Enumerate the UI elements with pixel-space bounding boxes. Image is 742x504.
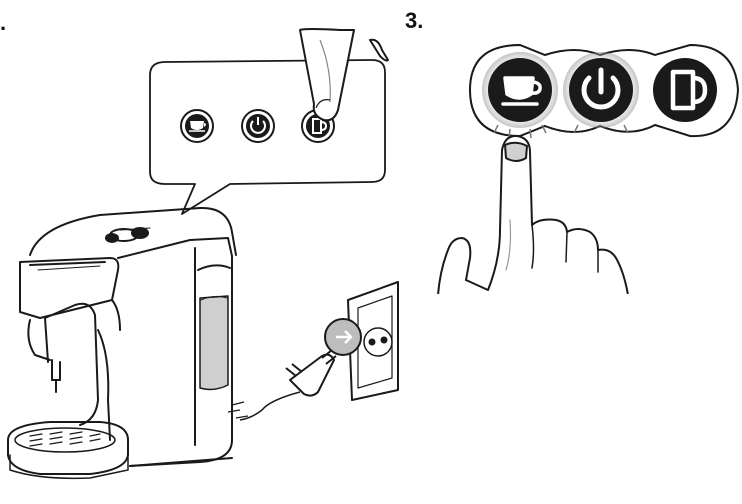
finger-icon [299, 28, 389, 122]
callout-buttons [180, 109, 335, 143]
step-number-left: . [0, 10, 7, 35]
espresso-cup-icon [501, 76, 542, 106]
step-number-3: 3. [405, 8, 424, 33]
mug-icon [670, 69, 708, 111]
espresso-button[interactable] [482, 52, 558, 139]
drip-tray [7, 421, 129, 475]
power-button[interactable] [563, 52, 639, 134]
hand-icon [437, 134, 629, 296]
socket-icon [347, 281, 399, 401]
water-tank [199, 295, 229, 391]
mug-button[interactable] [653, 58, 717, 122]
button-panel [468, 43, 740, 139]
callout-bubble [149, 59, 386, 215]
power-icon [581, 67, 621, 110]
coffee-machine [7, 59, 386, 480]
plug-icon [227, 318, 362, 421]
